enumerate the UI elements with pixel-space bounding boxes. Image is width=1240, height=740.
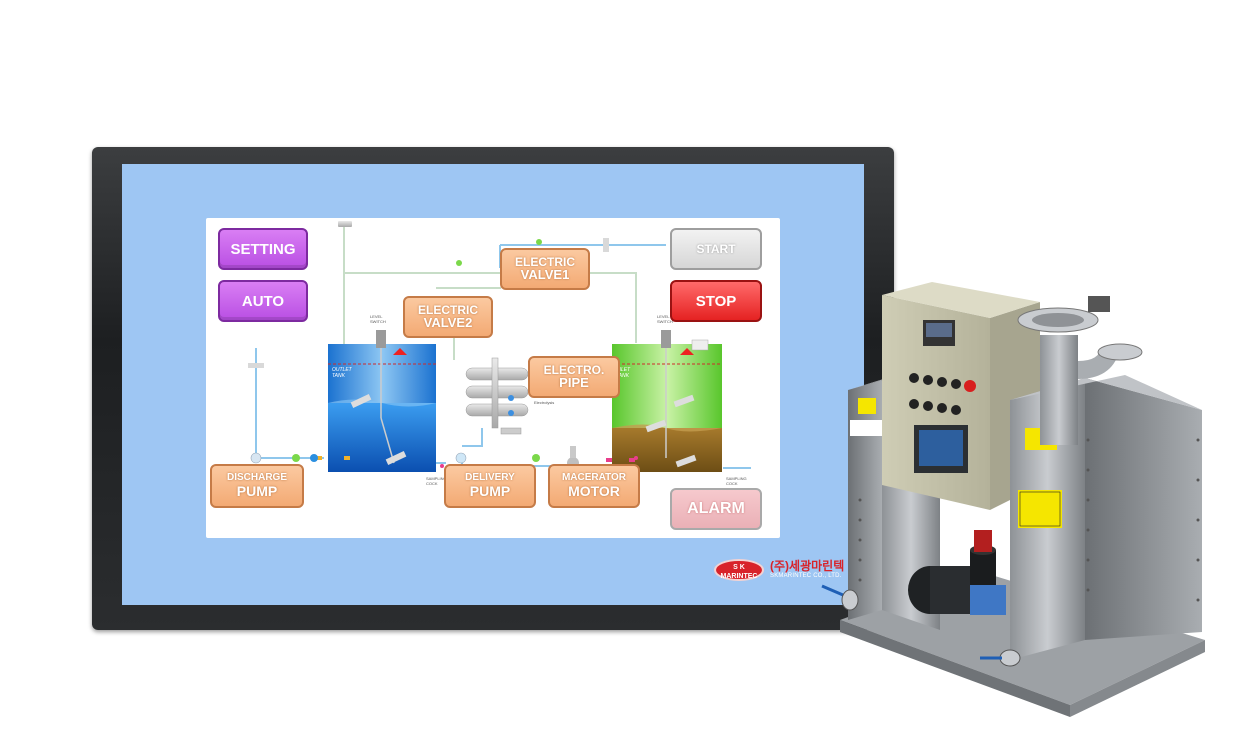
company-name-korean: (주)세광마린텍: [770, 559, 845, 573]
start-button[interactable]: START: [670, 228, 762, 270]
electrolysis-tag: Electrolysis: [534, 400, 555, 405]
valve1-flange: [603, 238, 609, 252]
alarm-button[interactable]: ALARM: [670, 488, 762, 530]
stop-button[interactable]: STOP: [670, 280, 762, 322]
pipes-grey: [343, 223, 637, 360]
electrolysis-cells: [465, 357, 529, 435]
inlet-tank: [606, 330, 722, 472]
top-pipe-flange: [338, 221, 352, 227]
electro-pipe-button[interactable]: ELECTRO.PIPE: [528, 356, 620, 398]
setting-button[interactable]: SETTING: [218, 228, 308, 270]
process-diagram: [248, 221, 751, 472]
outlet-tank: [316, 330, 436, 472]
auto-button[interactable]: AUTO: [218, 280, 308, 322]
discharge-pipe-flange: [248, 363, 264, 368]
company-name-english: SKMARINTEC CO., LTD.: [770, 573, 842, 579]
sewage-treatment-unit-image: [821, 282, 1205, 717]
